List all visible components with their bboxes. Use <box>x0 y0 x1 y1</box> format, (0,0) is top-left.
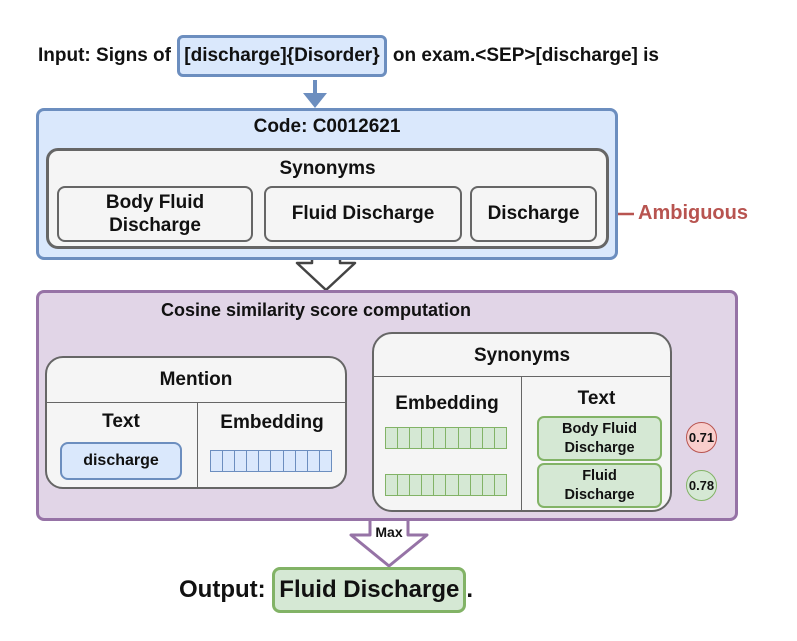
vector-cell <box>495 428 506 448</box>
vector-cell <box>259 451 272 471</box>
vector-cell <box>459 475 471 495</box>
vector-cell <box>308 451 320 471</box>
input-arrow <box>303 80 327 108</box>
vector-cell <box>223 451 236 471</box>
vector-cell <box>296 451 308 471</box>
mention-title: Mention <box>159 369 233 390</box>
vector-cell <box>422 428 435 448</box>
vector-cell <box>320 451 331 471</box>
max-label: Max <box>375 524 403 540</box>
score-badge-2: 0.78 <box>686 470 717 501</box>
mention-embedding-vector <box>210 450 332 472</box>
input-prefix: Input: Signs of <box>38 45 177 66</box>
synonym-discharge-ambiguous: Discharge <box>470 186 597 242</box>
synonym-embedding-vector-2 <box>385 474 507 496</box>
vector-cell <box>483 428 495 448</box>
mention-divider-h <box>46 402 346 403</box>
vector-cell <box>434 475 447 495</box>
vector-cell <box>483 475 495 495</box>
vector-cell <box>398 475 411 495</box>
vector-cell <box>471 428 483 448</box>
vector-cell <box>434 428 447 448</box>
synonyms-title: Synonyms <box>279 158 376 179</box>
vector-cell <box>410 475 423 495</box>
output-line: Output: Fluid Discharge . <box>179 567 473 613</box>
vector-cell <box>446 428 459 448</box>
vector-cell <box>495 475 506 495</box>
vector-cell <box>398 428 411 448</box>
vector-cell <box>211 451 224 471</box>
vector-cell <box>471 475 483 495</box>
synonym-fluid-discharge: Fluid Discharge <box>264 186 462 242</box>
synonym-embedding-vector-1 <box>385 427 507 449</box>
output-period: . <box>466 576 474 603</box>
vector-cell <box>422 475 435 495</box>
synonyms-text-header: Text <box>577 388 616 409</box>
vector-cell <box>284 451 296 471</box>
output-prefix: Output: <box>179 576 273 603</box>
vector-cell <box>446 475 459 495</box>
mention-text-value: discharge <box>60 442 182 480</box>
synonym-text-2: Fluid Discharge <box>537 463 662 508</box>
vector-cell <box>459 428 471 448</box>
vector-cell <box>271 451 284 471</box>
synonyms-embedding-header: Embedding <box>395 393 499 414</box>
ambiguous-label: Ambiguous <box>638 202 748 224</box>
synonyms-divider-h <box>373 376 671 377</box>
input-highlight: [discharge]{Disorder} <box>177 35 387 77</box>
vector-cell <box>247 451 260 471</box>
input-suffix: on exam.<SEP>[discharge] is <box>387 45 659 66</box>
mention-embedding-header: Embedding <box>220 412 324 433</box>
vector-cell <box>386 475 399 495</box>
synonym-body-fluid-discharge: Body Fluid Discharge <box>57 186 253 242</box>
vector-cell <box>386 428 399 448</box>
mention-panel <box>45 356 347 489</box>
input-sentence: Input: Signs of [discharge]{Disorder} on… <box>38 35 659 77</box>
mention-text-header: Text <box>102 411 140 432</box>
code-title: Code: C0012621 <box>253 116 401 137</box>
synonym-text-1: Body Fluid Discharge <box>537 416 662 461</box>
vector-cell <box>235 451 248 471</box>
score-badge-1: 0.71 <box>686 422 717 453</box>
cosine-title: Cosine similarity score computation <box>160 299 472 320</box>
synonyms-divider-v <box>521 376 522 511</box>
synonyms-panel-title: Synonyms <box>473 345 571 366</box>
mention-divider-v <box>197 402 198 488</box>
output-value: Fluid Discharge <box>272 567 467 613</box>
vector-cell <box>410 428 423 448</box>
